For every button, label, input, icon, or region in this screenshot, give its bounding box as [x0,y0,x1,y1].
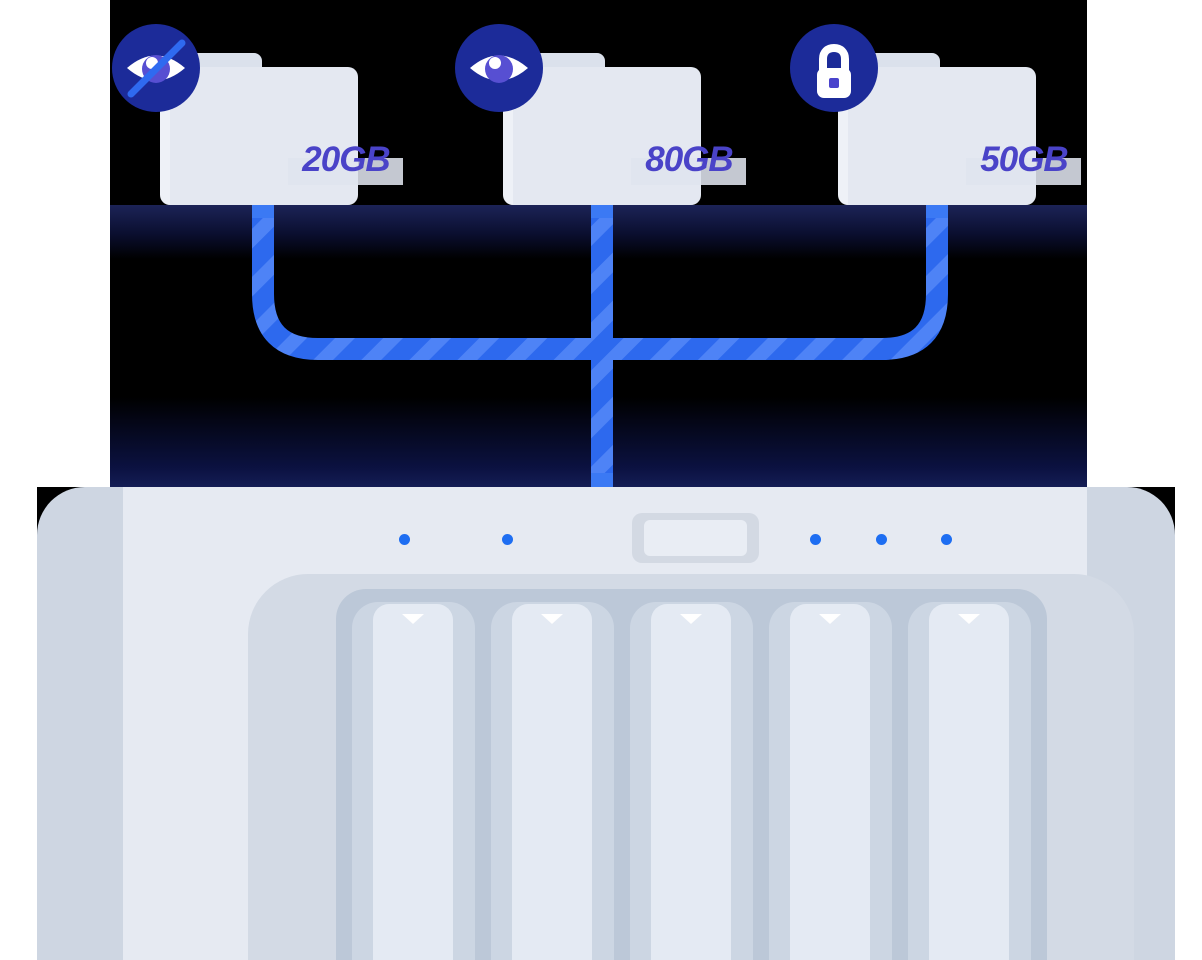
eject-arrow-icon [819,614,841,624]
eye-off-icon [127,39,186,98]
size-label: 50GB [980,140,1068,179]
size-label: 20GB [302,140,390,179]
status-led [502,534,513,545]
drive-tray [491,602,614,960]
status-led [941,534,952,545]
status-led [399,534,410,545]
backdrop-bottom-glow [110,397,1087,487]
backdrop-top-glow [110,205,1087,259]
status-led [876,534,887,545]
drive-tray [630,602,753,960]
drive-tray [908,602,1031,960]
folder-badge [455,24,543,112]
size-strip [631,158,746,185]
eye-icon [470,55,528,83]
folder-badge [112,24,200,112]
size-label: 80GB [645,140,733,179]
nas-front-face [123,487,1134,960]
eject-arrow-icon [680,614,702,624]
size-strip [288,158,403,185]
folder-visible: 80GB [455,24,746,205]
drive-bay-panel [248,574,1134,960]
drive-tray [769,602,892,960]
size-strip [966,158,1081,185]
eject-arrow-icon [958,614,980,624]
drive-face [929,604,1009,960]
status-led [810,534,821,545]
drive-face [651,604,731,960]
folder-hidden: 20GB [112,24,403,205]
lock-icon [817,43,851,98]
power-button [632,513,759,563]
eject-arrow-icon [541,614,563,624]
eject-arrow-icon [402,614,424,624]
drive-face [512,604,592,960]
drive-tray [352,602,475,960]
drive-bay-inset [336,589,1047,960]
power-button-face [644,520,747,556]
drive-face [790,604,870,960]
nas-device [37,487,1175,960]
drive-face [373,604,453,960]
folder-locked: 50GB [790,24,1081,205]
folder-badge [790,24,878,112]
